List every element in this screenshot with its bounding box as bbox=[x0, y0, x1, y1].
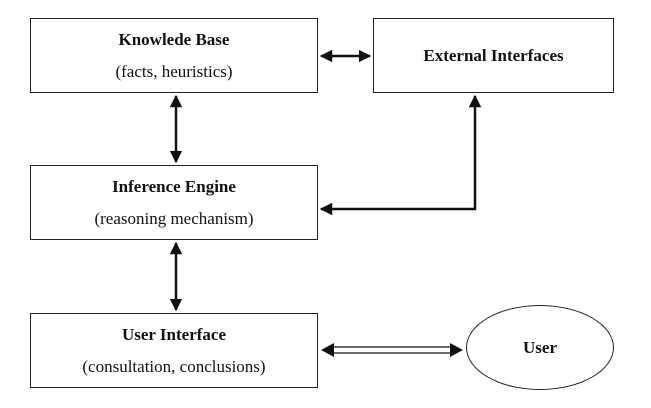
inference-engine-title: Inference Engine bbox=[112, 177, 236, 196]
user-interface-title: User Interface bbox=[121, 325, 226, 344]
knowledge-base-title: Knowlede Base bbox=[118, 30, 230, 49]
inference-engine-box: Inference Engine (reasoning mechanism) bbox=[30, 165, 318, 240]
user-label: User bbox=[523, 338, 557, 357]
knowledge-base-subtitle: (facts, heuristics) bbox=[115, 62, 233, 81]
ie-ext-arrow bbox=[319, 94, 482, 216]
external-interfaces-box: External Interfaces bbox=[373, 18, 614, 93]
knowledge-base-box: Knowlede Base (facts, heuristics) bbox=[30, 18, 318, 93]
external-interfaces-title: External Interfaces bbox=[423, 46, 564, 65]
inference-engine-subtitle: (reasoning mechanism) bbox=[94, 209, 254, 228]
user-interface-box: User Interface (consultation, conclusion… bbox=[30, 313, 318, 388]
user-ellipse: User bbox=[466, 305, 614, 390]
ui-user-arrow bbox=[321, 343, 463, 357]
user-interface-subtitle: (consultation, conclusions) bbox=[82, 357, 266, 376]
